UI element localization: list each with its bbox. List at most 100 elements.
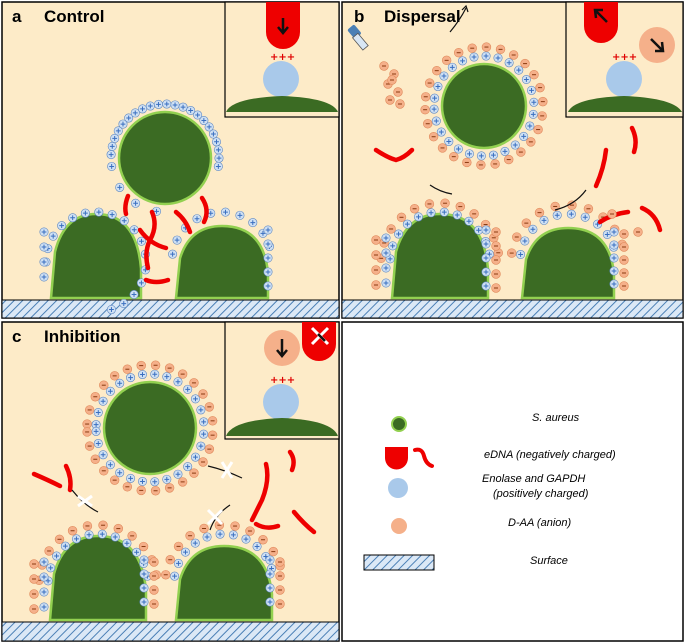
panel-b-letter: b — [354, 7, 364, 26]
protein-charge — [220, 207, 230, 217]
protein-charge — [215, 529, 225, 539]
daa-charge — [164, 483, 175, 493]
protein-charge — [402, 219, 412, 229]
daa-charge — [491, 255, 501, 265]
protein-charge — [481, 281, 491, 291]
protein-charge — [609, 266, 619, 276]
protein-charge — [504, 58, 514, 68]
edna-strand — [63, 463, 73, 493]
protein-charge — [39, 572, 49, 582]
protein-charge — [481, 51, 491, 61]
protein-charge — [265, 555, 275, 565]
protein-charge — [119, 299, 129, 309]
daa-charge — [440, 198, 450, 208]
protein-charge — [609, 227, 619, 237]
protein-charge — [493, 53, 503, 63]
protein-charge — [529, 97, 539, 107]
s-aureus-icon — [391, 416, 407, 432]
edna-strand — [253, 521, 281, 530]
daa-charge — [98, 520, 108, 530]
protein-charge — [580, 212, 590, 222]
arrow-down-right-icon — [650, 38, 665, 53]
protein-charge — [107, 161, 117, 171]
daa-charge — [387, 75, 397, 85]
cell-surface-icon-c — [226, 418, 338, 436]
edna-strand — [373, 147, 415, 163]
daa-charge — [520, 58, 530, 69]
protein-charge — [126, 473, 136, 483]
protein-charge — [172, 235, 182, 245]
protein-charge — [452, 210, 462, 220]
edna-strand — [199, 195, 209, 225]
protein-icon-b — [606, 61, 642, 97]
legend-label-daa: D-AA (anion) — [508, 517, 572, 529]
protein-charge — [170, 571, 180, 581]
legend-label-enolase: Enolase and GAPDH — [482, 473, 585, 485]
protein-charge — [263, 281, 273, 291]
protein-charge — [228, 530, 238, 540]
daa-charge — [508, 50, 519, 60]
protein-charge — [196, 405, 206, 415]
cell-surface-icon-b — [568, 96, 682, 112]
protein-charge — [464, 216, 474, 226]
protein-charge — [469, 52, 479, 62]
panel-c-title: Inhibition — [44, 327, 120, 346]
panel-a-letter: a — [12, 7, 22, 26]
protein-charge — [170, 100, 180, 110]
edna-strand — [31, 471, 63, 489]
cell-detached — [440, 62, 528, 150]
daa-charge — [149, 571, 159, 581]
daa-charge — [136, 485, 146, 496]
blocked-arrows — [71, 461, 243, 531]
legend-label-edna: eDNA (negatively charged) — [484, 449, 616, 461]
panel-b-inset: +++ — [565, 1, 684, 118]
daa-charge — [507, 248, 517, 258]
daa-charge — [84, 441, 95, 451]
protein-charge — [413, 212, 423, 222]
protein-charge — [447, 62, 457, 72]
daa-charge — [529, 69, 539, 80]
protein-charge — [39, 257, 49, 267]
protein-charge — [213, 161, 223, 171]
protein-charge — [520, 236, 530, 246]
panel-b: b Dispersal +++ — [341, 1, 684, 319]
protein-charge — [241, 534, 251, 544]
daa-charge — [122, 364, 133, 374]
protein-charge — [173, 469, 183, 479]
protein-charge — [145, 101, 155, 111]
protein-charge — [193, 110, 203, 120]
protein-charge — [180, 547, 190, 557]
daa-charge — [189, 378, 199, 388]
protein-charge — [139, 555, 149, 565]
edna-strand — [287, 449, 296, 473]
protein-charge — [124, 113, 134, 123]
protein-charge — [527, 85, 537, 95]
protein-charge — [433, 82, 443, 92]
daa-charge — [526, 137, 536, 147]
daa-charge — [633, 227, 643, 237]
protein-charge — [106, 305, 116, 315]
panel-a-edna — [123, 193, 209, 285]
protein-icon-c — [263, 384, 299, 420]
protein-charge — [126, 373, 136, 383]
daa-charge — [207, 416, 218, 426]
daa-charge — [268, 546, 279, 557]
protein-charge — [162, 474, 172, 484]
protein-charge — [190, 394, 200, 404]
daa-charge — [535, 82, 545, 93]
daa-charge — [82, 521, 93, 531]
daa-charge — [395, 99, 405, 109]
protein-charge — [173, 558, 183, 568]
protein-charge — [39, 557, 49, 567]
daa-charge — [122, 482, 133, 492]
protein-charge — [190, 538, 200, 548]
daa-charge — [424, 199, 435, 209]
protein-charge — [609, 253, 619, 263]
panel-c-edna — [31, 449, 317, 535]
protein-charge — [150, 369, 160, 379]
daa-charge — [385, 95, 395, 105]
detach-arrow-right — [554, 189, 587, 211]
enolase-icon — [388, 478, 408, 498]
protein-charge — [431, 116, 441, 126]
protein-charge — [602, 229, 612, 239]
